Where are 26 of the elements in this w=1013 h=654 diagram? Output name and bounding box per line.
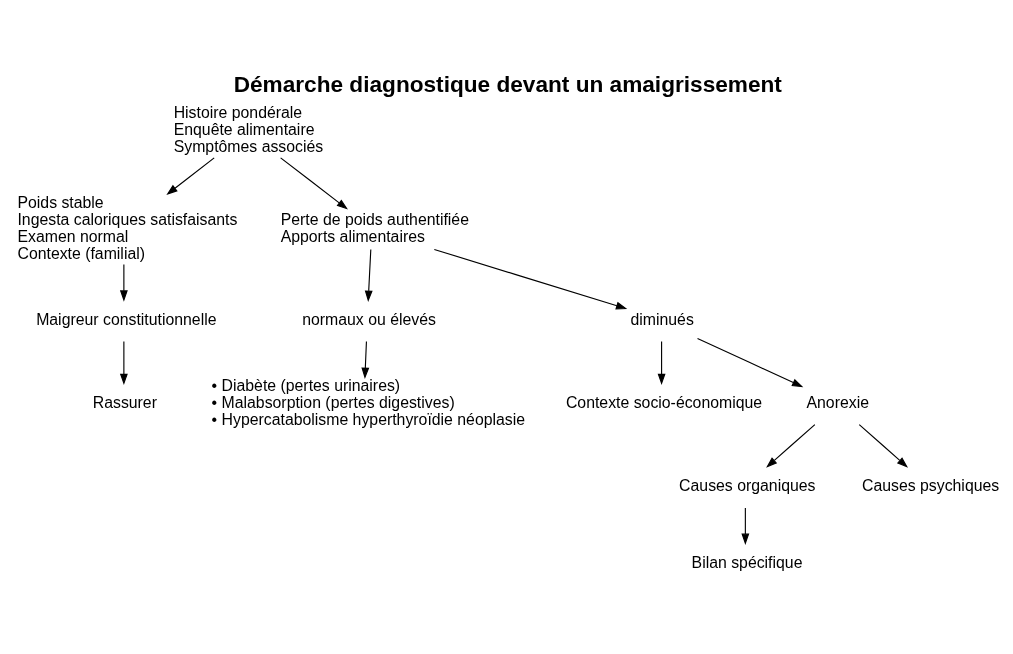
- arrow: [166, 156, 215, 195]
- arrow: [119, 263, 128, 302]
- arrow: [119, 340, 128, 385]
- node-text: Rassurer: [92, 393, 157, 411]
- arrow: [433, 248, 628, 309]
- node-text: Histoire pondérale Enquête alimentaire Symptômes associés: [173, 103, 324, 155]
- arrow: [364, 248, 373, 302]
- arrow: [280, 156, 348, 210]
- node-text: normaux ou élevés: [302, 310, 436, 328]
- node-text: Causes psychiques: [861, 476, 1000, 494]
- node-text: Poids stable Ingesta caloriques satisfaisants Examen normal Contexte (familial): [17, 193, 238, 262]
- arrow: [361, 340, 370, 379]
- arrow: [858, 423, 909, 468]
- arrow: [766, 423, 816, 468]
- arrow: [741, 506, 750, 545]
- node-text: Perte de poids authentifiée Apports alimentaires: [280, 210, 469, 245]
- node-text: Contexte socio-économique: [565, 393, 763, 411]
- arrow: [657, 340, 666, 385]
- node-text: Maigreur constitutionnelle: [36, 310, 217, 328]
- node-text: Causes organiques: [679, 476, 816, 494]
- arrow: [696, 337, 804, 387]
- diagram-title: Démarche diagnostique devant un amaigrissement: [233, 71, 782, 97]
- node-text: Bilan spécifique: [691, 553, 803, 571]
- node-text: diminués: [630, 310, 694, 328]
- node-text: Anorexie: [806, 393, 869, 411]
- node-text: • Diabète (pertes urinaires) • Malabsorption (pertes digestives) • Hypercatabolisme hyperthyroïdie néoplasie: [211, 376, 526, 428]
